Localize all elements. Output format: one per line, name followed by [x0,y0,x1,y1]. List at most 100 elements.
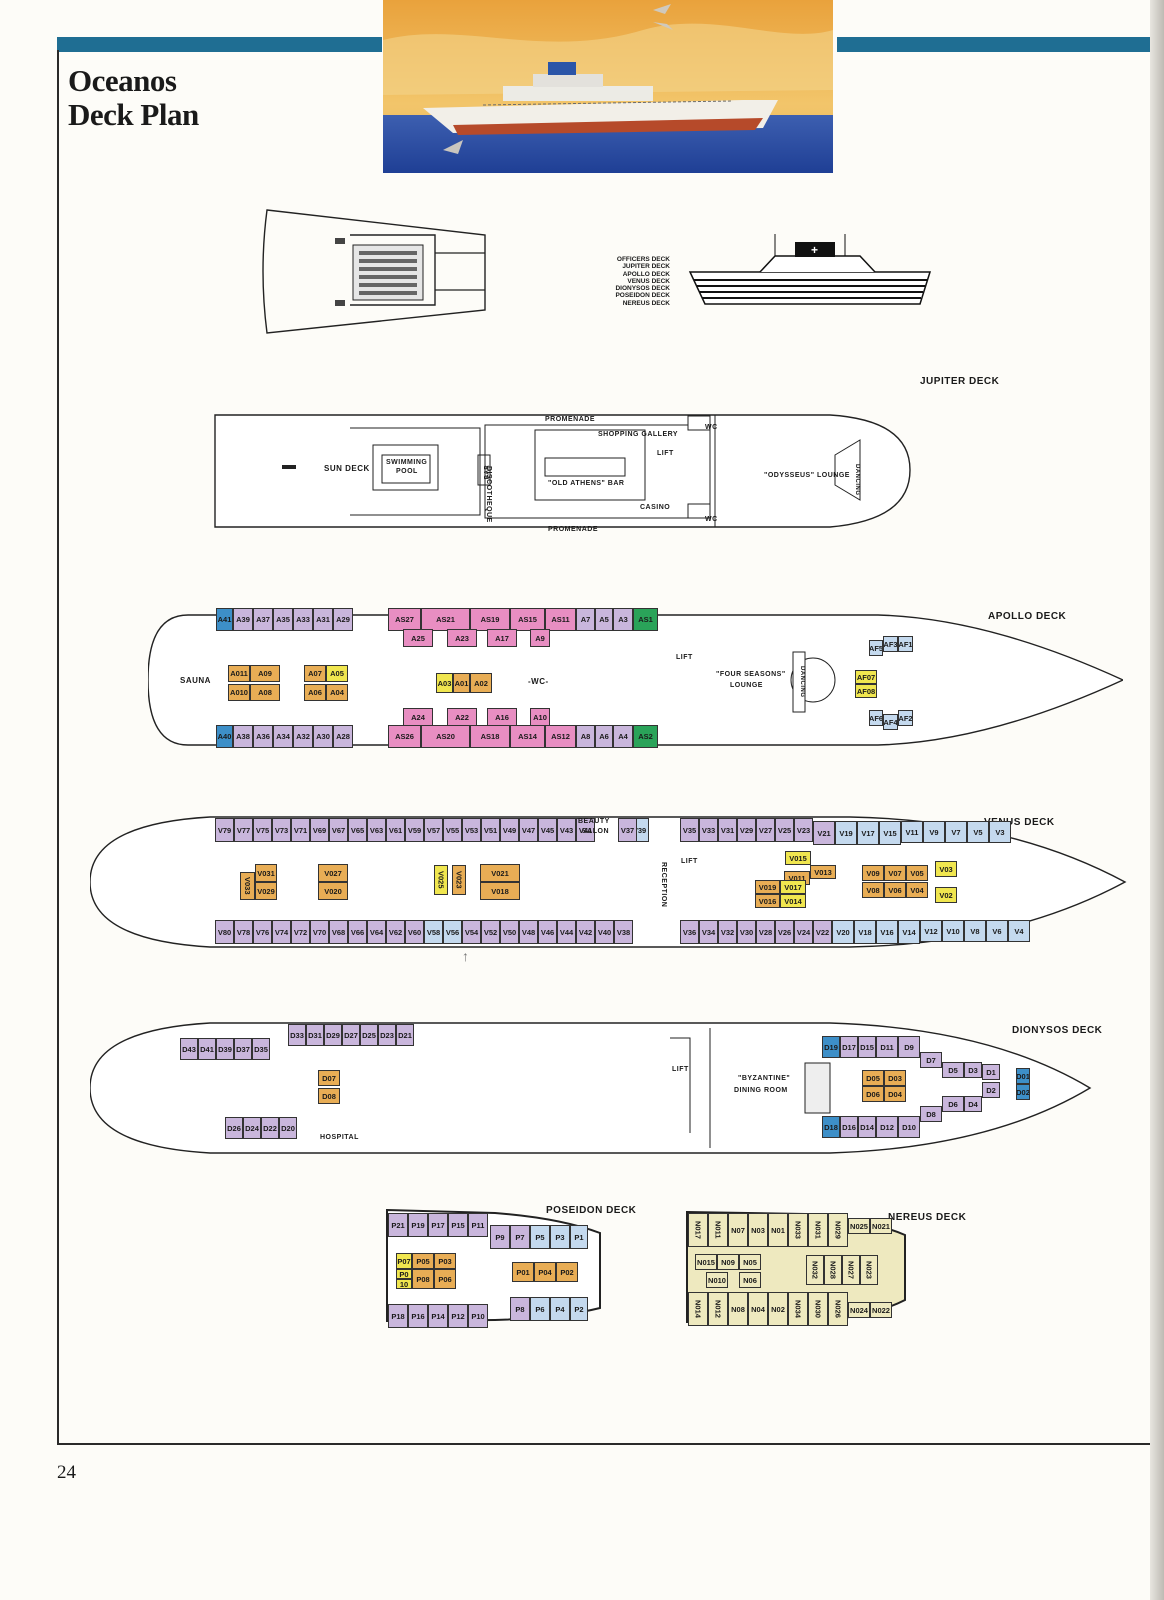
cabin: A9 [530,629,550,647]
cabin: N034 [788,1292,808,1326]
cabin: A41 [216,608,233,631]
cabin: P05 [412,1253,434,1269]
cabin: V37 [618,818,637,842]
cabin: V4 [1008,920,1030,942]
cabin: AF6 [869,710,883,726]
cabin: AF2 [898,710,913,726]
cabin: N028 [824,1255,842,1285]
four-seasons-label-1: "FOUR SEASONS" [716,671,786,678]
cabin: V11 [901,821,923,843]
cabin: P4 [550,1297,570,1321]
cabin: V38 [614,920,633,944]
profile-dionysos: DIONYSOS DECK [615,285,670,293]
promenade-bottom-label: PROMENADE [548,526,599,533]
cabin: V014 [780,894,806,908]
cabin: A07 [304,665,326,682]
cabin: A23 [447,629,477,647]
jupiter-deck-name: JUPITER DECK [920,376,1000,387]
cabin: V22 [813,920,832,944]
header-band-right [837,37,1164,52]
profile-poseidon: POSEIDON DECK [615,292,670,300]
venus-lift-label: LIFT [681,858,698,865]
cabin: V17 [857,821,879,845]
cabin: V62 [386,920,405,944]
cabin: V16 [876,920,898,944]
apollo-wc-label: -WC- [528,677,549,686]
title-line-2: Deck Plan [68,97,199,132]
cabin: D37 [234,1038,252,1060]
dionysos-deck-name: DIONYSOS DECK [1012,1025,1103,1036]
cabin: D10 [898,1116,920,1138]
header-band-left [57,37,382,52]
title-line-1: Oceanos [68,63,177,98]
cabin: D2 [982,1082,1000,1098]
cabin: A09 [250,665,280,682]
apollo-deck-name: APOLLO DECK [988,611,1067,622]
cabin: D35 [252,1038,270,1060]
cabin: N032 [806,1255,824,1285]
cabin: D7 [920,1052,942,1068]
cabin: V018 [480,882,520,900]
cabin: V9 [923,821,945,843]
cabin: V66 [348,920,367,944]
cabin: D24 [243,1117,261,1139]
cabin: V65 [348,818,367,842]
cabin: P16 [408,1304,428,1328]
cabin: A30 [313,725,333,748]
deck-profile-legend: OFFICERS DECK JUPITER DECK APOLLO DECK V… [590,256,670,307]
page-title: Oceanos Deck Plan [68,64,199,132]
cabin: A36 [253,725,273,748]
promenade-top-label: PROMENADE [545,416,596,423]
cabin: N022 [870,1302,892,1318]
cabin: P11 [468,1213,488,1237]
cabin: V6 [986,920,1008,942]
cabin: V74 [272,920,291,944]
cabin: P08 [412,1269,434,1289]
cabin: N05 [739,1254,761,1270]
cabin: N027 [842,1255,860,1285]
cabin: AS11 [545,608,576,631]
cabin: D17 [840,1036,858,1058]
cabin: V79 [215,818,234,842]
dionysos-lift-label: LIFT [672,1066,689,1073]
profile-venus: VENUS DECK [627,277,670,285]
cabin: V42 [576,920,595,944]
cabin: P6 [530,1297,550,1321]
cabin: V34 [699,920,718,944]
cabin: A39 [233,608,253,631]
cabin: D5 [942,1062,964,1078]
cabin: D1 [982,1064,1000,1080]
cabin: D21 [396,1024,414,1046]
pool-label-1: SWIMMING [386,459,428,466]
cabin: V73 [272,818,291,842]
cabin: D22 [261,1117,279,1139]
cabin: V12 [920,920,942,942]
cabin: A5 [595,608,613,631]
cabin: P1 [570,1225,588,1249]
cabin: D41 [198,1038,216,1060]
cabin: V03 [935,861,957,877]
cabin: V72 [291,920,310,944]
cabin: A011 [228,665,250,682]
cabin: AS19 [470,608,510,631]
cabin: V031 [255,864,277,882]
cabin: AF3 [883,636,898,652]
cabin: D16 [840,1116,858,1138]
cabin: V80 [215,920,234,944]
page-number: 24 [57,1462,76,1483]
cabin: P04 [534,1262,556,1282]
cabin: V44 [557,920,576,944]
cabin: N025 [848,1218,870,1234]
profile-nereus: NEREUS DECK [622,299,670,307]
cabin: A06 [304,684,326,701]
cabin: V029 [255,882,277,900]
cabin: V019 [755,880,780,894]
cabin: V27 [756,818,775,842]
profile-jupiter: JUPITER DECK [622,263,670,271]
cabin: P02 [556,1262,578,1282]
cabin: V47 [519,818,538,842]
cabin: N06 [739,1272,761,1288]
cabin: A34 [273,725,293,748]
cabin: D03 [884,1070,906,1086]
cabin: V06 [884,882,906,898]
